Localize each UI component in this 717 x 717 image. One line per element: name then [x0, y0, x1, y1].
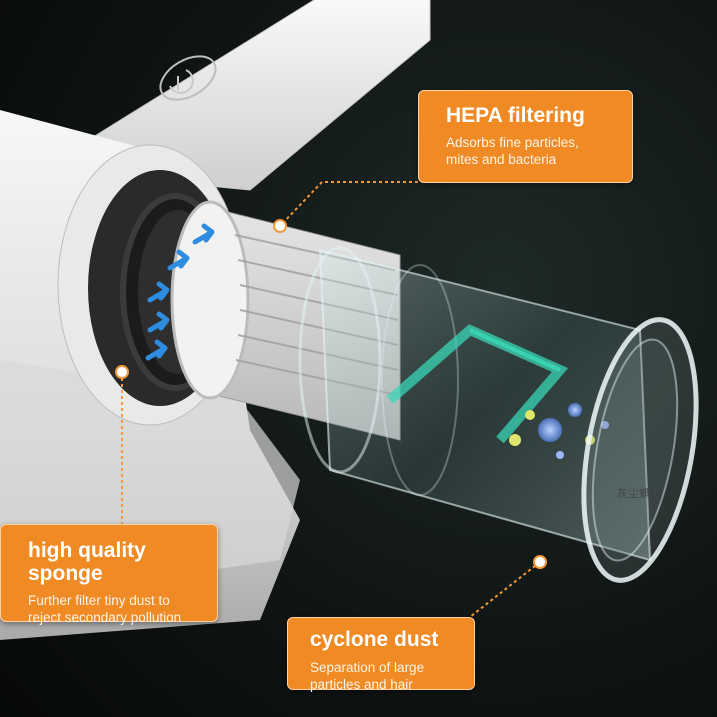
- sponge-marker: [115, 365, 129, 379]
- dust-particles: [509, 403, 609, 459]
- sponge-title: high quality sponge: [28, 539, 146, 586]
- sponge-callout: high quality sponge Further filter tiny …: [0, 524, 218, 625]
- cyclone-description: Separation of large particles and hair: [310, 660, 425, 692]
- airflow-arrows-icon: [145, 223, 215, 361]
- hepa-description: Adsorbs fine particles, mites and bacter…: [446, 135, 579, 167]
- power-button-icon: [159, 55, 217, 101]
- cyclone-callout: cyclone dust Separation of large particl…: [287, 617, 475, 692]
- hepa-title: HEPA filtering: [446, 104, 585, 127]
- hepa-callout: HEPA filtering Adsorbs fine particles, m…: [418, 90, 633, 183]
- leader-lines: [121, 181, 541, 618]
- cyclone-title: cyclone dust: [310, 628, 439, 651]
- dust-cup-rim: [581, 317, 699, 583]
- cyclone-marker: [533, 555, 547, 569]
- hepa-marker: [273, 219, 287, 233]
- watermark-text: 灰尘螨虫: [617, 486, 661, 500]
- sponge-description: Further filter tiny dust to reject secon…: [28, 593, 182, 626]
